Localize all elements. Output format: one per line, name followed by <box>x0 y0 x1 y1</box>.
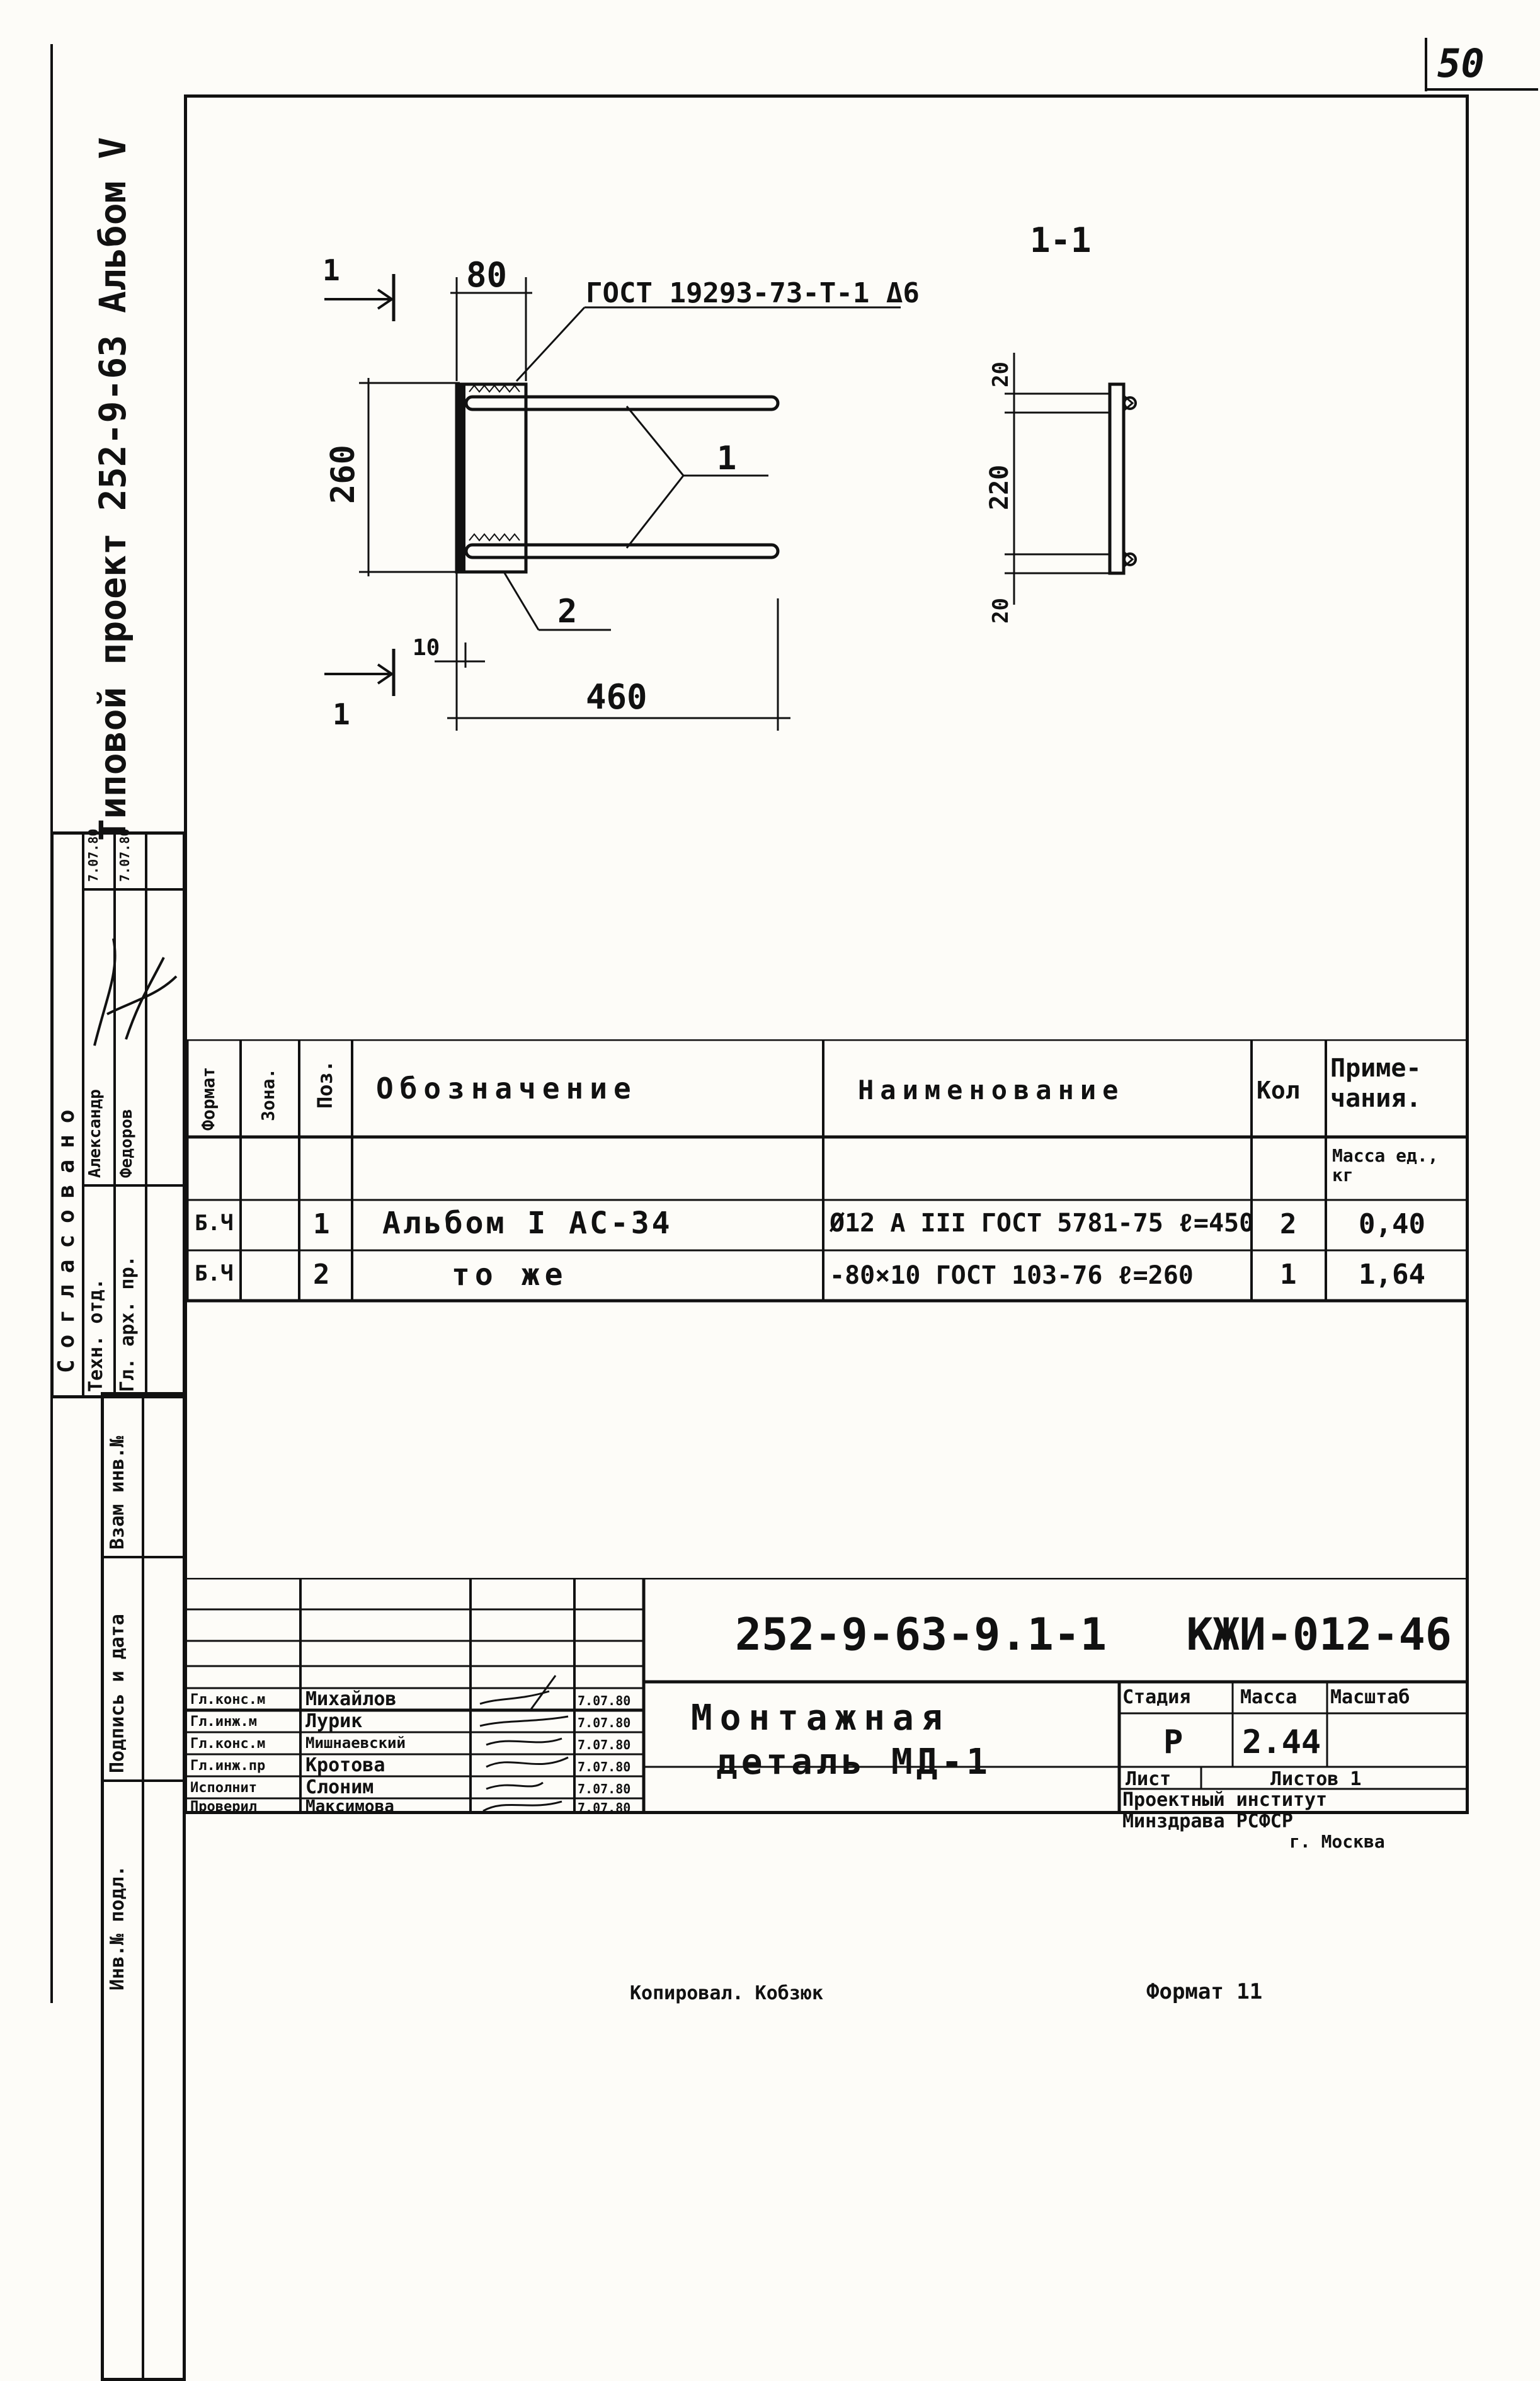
agreed-date-1: 7.07.80 <box>86 828 101 882</box>
mass-value: 2.44 <box>1242 1723 1321 1761</box>
stage-label: Стадия <box>1122 1686 1191 1708</box>
object-title-line1: Монтажная <box>691 1698 950 1739</box>
dim-thickness-label: 10 <box>413 635 440 661</box>
title-block: 252-9-63-9.1-1 КЖИ-012-46 Монтажная дета… <box>187 1578 1469 1851</box>
agreed-role-2: Гл. арх. пр. <box>117 1255 139 1392</box>
row2-name: -80×10 ГОСТ 103-76 ℓ=260 <box>830 1261 1194 1290</box>
inv-label-signature: Подпись и дата <box>106 1614 128 1773</box>
signer3-name: Мишнаевский <box>305 1734 406 1752</box>
agreed-date-2: 7.07.80 <box>117 828 132 882</box>
agreed-title: Согласовано <box>54 1098 79 1373</box>
signer1-date: 7.07.80 <box>578 1693 631 1708</box>
spec-table: Формат Зона. Поз. Обозначение Наименован… <box>187 1039 1469 1304</box>
signer3-date: 7.07.80 <box>578 1737 631 1752</box>
agreed-name-1: Александр <box>86 1089 105 1178</box>
col-qty: Кол <box>1257 1076 1300 1104</box>
col-pos: Поз. <box>313 1059 337 1109</box>
object-title-line2: деталь МД-1 <box>716 1742 991 1783</box>
page-number: 50 <box>1437 40 1485 86</box>
section-title: 1-1 <box>1030 227 1092 260</box>
dim-width-label: 80 <box>466 255 507 295</box>
position-1-label: 1 <box>717 440 736 477</box>
format-label: Формат 11 <box>1146 1979 1263 2004</box>
sheets-label: Листов 1 <box>1270 1768 1362 1790</box>
row1-qty: 2 <box>1280 1208 1297 1240</box>
signer4-name: Кротова <box>305 1754 385 1776</box>
org-line3: г. Москва <box>1289 1831 1385 1852</box>
row2-format: Б.Ч <box>195 1261 234 1286</box>
section-dim-bottom: 20 <box>988 598 1013 624</box>
row1-pos: 1 <box>313 1208 330 1240</box>
section-dim-top: 20 <box>988 362 1013 387</box>
project-side-text: Типовой проект 252-9-63 Альбом V <box>91 137 134 841</box>
col-name: Наименование <box>858 1075 1125 1105</box>
row1-mass: 0,40 <box>1359 1208 1425 1240</box>
org-line1: Проектный институт <box>1122 1789 1328 1811</box>
signer1-name: Михайлов <box>305 1688 397 1710</box>
sheet-label: Лист <box>1126 1768 1172 1790</box>
agreed-name-2: Федоров <box>117 1109 136 1178</box>
section-dim-mid: 220 <box>985 465 1014 510</box>
signer1-role: Гл.конс.м <box>190 1692 266 1708</box>
section-mark-bottom: 1 <box>333 697 350 731</box>
signer5-role: Исполнит <box>190 1780 257 1796</box>
signer4-date: 7.07.80 <box>578 1759 631 1774</box>
col-designation: Обозначение <box>376 1071 637 1105</box>
signature-mark <box>93 938 178 1046</box>
signer5-name: Слоним <box>305 1776 374 1798</box>
detail-drawing: 1 1 80 ГОСТ 19293-73-Т-1 Δ6 260 1 2 10 4… <box>322 227 1137 731</box>
dim-height-label: 260 <box>324 445 362 504</box>
col-notes: Приме- чания. <box>1330 1054 1422 1113</box>
signer3-role: Гл.конс.м <box>190 1736 266 1752</box>
signatures <box>479 1675 569 1812</box>
row2-designation: то же <box>452 1257 568 1293</box>
row1-designation: Альбом I АС-34 <box>382 1206 673 1241</box>
mass-label: Масса <box>1240 1686 1298 1708</box>
row2-pos: 2 <box>313 1259 330 1291</box>
row1-name: Ø12 А III ГОСТ 5781-75 ℓ=450 <box>830 1209 1255 1238</box>
signer6-role: Проверил <box>190 1799 257 1815</box>
signer2-date: 7.07.80 <box>578 1715 631 1730</box>
signer5-date: 7.07.80 <box>578 1781 631 1796</box>
row1-format: Б.Ч <box>195 1211 234 1236</box>
signer6-name: Максимова <box>305 1797 394 1816</box>
signer2-role: Гл.инж.м <box>190 1714 257 1730</box>
inv-label-replace: Взам инв.№ <box>106 1436 128 1550</box>
weld-note: ГОСТ 19293-73-Т-1 Δ6 <box>586 277 920 309</box>
scale-label: Масштаб <box>1330 1686 1410 1708</box>
agreed-role-1: Техн. отд. <box>85 1278 107 1392</box>
row2-mass: 1,64 <box>1359 1259 1425 1291</box>
copied-by: Копировал. Кобзюк <box>630 1982 824 2004</box>
position-2-label: 2 <box>557 593 577 631</box>
section-mark-top: 1 <box>322 253 340 287</box>
col-format: Формат <box>198 1066 219 1131</box>
mass-unit-label: Масса ед., кг <box>1332 1145 1439 1185</box>
stage-value: Р <box>1163 1723 1184 1761</box>
col-zone: Зона. <box>258 1068 278 1121</box>
dim-length-label: 460 <box>586 677 647 717</box>
inv-label-original: Инв.№ подл. <box>106 1865 128 1990</box>
signer4-role: Гл.инж.пр <box>190 1758 266 1774</box>
signer2-name: Лурик <box>305 1710 363 1732</box>
org-line2: Минздрава РСФСР <box>1122 1810 1293 1832</box>
agreed-block <box>50 831 186 1398</box>
drawing-code: 252-9-63-9.1-1 КЖИ-012-46 <box>735 1609 1452 1660</box>
signer6-date: 7.07.80 <box>578 1800 631 1815</box>
row2-qty: 1 <box>1280 1259 1297 1291</box>
